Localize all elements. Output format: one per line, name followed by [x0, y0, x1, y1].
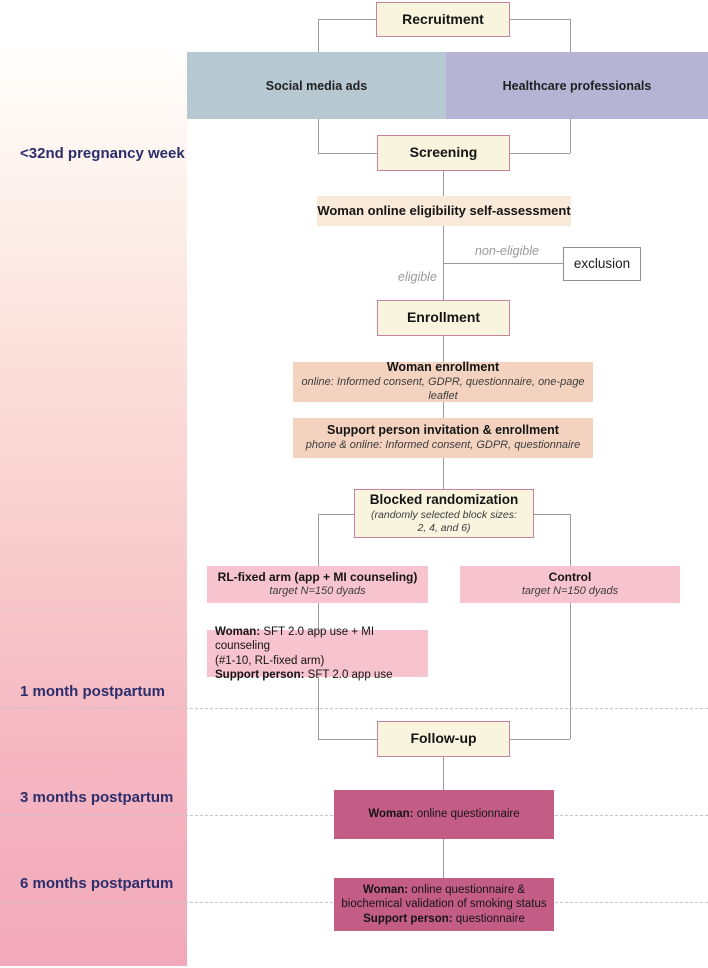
healthcare-professionals-label: Healthcare professionals: [502, 78, 652, 93]
connector-line: [443, 336, 444, 362]
connector-line: [443, 263, 563, 264]
social-media-ads-label: Social media ads: [265, 78, 368, 93]
connector-line: [318, 514, 319, 566]
timeline-gradient-strip: [0, 0, 187, 966]
connector-line: [318, 603, 319, 630]
followup-6months-line1-text: online questionnaire &: [408, 883, 526, 896]
followup-3months-label: Woman:: [368, 808, 414, 821]
connector-line: [443, 839, 444, 878]
screening-title: Screening: [409, 144, 478, 161]
timeline-label-1-month: 1 month postpartum: [20, 683, 165, 700]
connector-line: [570, 119, 571, 153]
intervention-line1: Woman: SFT 2.0 app use + MI counseling: [215, 625, 424, 654]
followup-6months-line3-label: Support person:: [363, 912, 453, 925]
randomization-title: Blocked randomization: [369, 492, 519, 508]
connector-line: [318, 739, 377, 740]
connector-line: [443, 402, 444, 418]
intervention-box: Woman: SFT 2.0 app use + MI counseling (…: [207, 626, 428, 681]
connector-line: [534, 514, 570, 515]
intervention-line1-label: Woman:: [215, 625, 261, 638]
randomization-detail-line1: (randomly selected block sizes:: [371, 509, 517, 522]
intervention-line3-label: Support person:: [215, 668, 305, 681]
enrollment-box: Enrollment: [377, 300, 510, 336]
exclusion-box: exclusion: [563, 247, 641, 281]
randomization-box: Blocked randomization (randomly selected…: [354, 489, 534, 538]
connector-line: [318, 119, 319, 153]
timepoint-divider-1month: [0, 708, 708, 709]
randomization-detail-line2: 2, 4, and 6): [417, 521, 471, 534]
followup-title: Follow-up: [410, 730, 477, 747]
connector-line: [570, 603, 571, 739]
support-enrollment-detail: phone & online: Informed consent, GDPR, …: [305, 438, 581, 451]
woman-enrollment-box: Woman enrollment online: Informed consen…: [293, 360, 593, 402]
connector-line: [318, 19, 319, 52]
connector-line: [443, 458, 444, 489]
connector-line: [318, 677, 319, 739]
rl-fixed-arm-detail: target N=150 dyads: [269, 585, 366, 598]
connector-line: [318, 514, 354, 515]
followup-box: Follow-up: [377, 721, 510, 757]
social-media-ads-band: Social media ads: [187, 52, 446, 119]
non-eligible-label: non-eligible: [475, 244, 539, 258]
recruitment-title: Recruitment: [402, 10, 484, 27]
control-arm-title: Control: [548, 570, 592, 585]
connector-line: [318, 153, 377, 154]
followup-6months-line3-text: questionnaire: [452, 912, 525, 925]
intervention-line1-text: SFT 2.0 app use + MI counseling: [215, 625, 375, 653]
control-arm-detail: target N=150 dyads: [521, 585, 619, 598]
followup-6months-line3: Support person: questionnaire: [363, 912, 525, 926]
connector-line: [510, 153, 570, 154]
connector-line: [443, 757, 444, 790]
rl-fixed-arm-box: RL-fixed arm (app + MI counseling) targe…: [207, 566, 428, 603]
eligibility-box: Woman online eligibility self-assessment: [317, 196, 571, 226]
recruitment-box: Recruitment: [376, 2, 510, 37]
eligibility-title: Woman online eligibility self-assessment: [317, 202, 571, 218]
rl-fixed-arm-title: RL-fixed arm (app + MI counseling): [217, 570, 418, 585]
followup-6months-line1: Woman: online questionnaire &: [363, 883, 525, 897]
followup-3months-box: Woman: online questionnaire: [334, 790, 554, 839]
connector-line: [570, 19, 571, 52]
exclusion-title: exclusion: [573, 255, 631, 271]
support-enrollment-box: Support person invitation & enrollment p…: [293, 418, 593, 458]
connector-line: [318, 19, 376, 20]
screening-box: Screening: [377, 135, 510, 171]
connector-line: [443, 171, 444, 196]
followup-6months-line2: biochemical validation of smoking status: [341, 898, 547, 911]
connector-line: [510, 739, 570, 740]
followup-3months-line1: Woman: online questionnaire: [368, 807, 519, 821]
woman-enrollment-title: Woman enrollment: [386, 360, 500, 375]
woman-enrollment-detail: online: Informed consent, GDPR, question…: [301, 376, 585, 402]
control-arm-box: Control target N=150 dyads: [460, 566, 680, 603]
timeline-label-3-months: 3 months postpartum: [20, 789, 174, 806]
enrollment-title: Enrollment: [406, 309, 481, 326]
timeline-label-pregnancy-week: <32nd pregnancy week: [20, 145, 185, 162]
intervention-line2: (#1-10, RL-fixed arm): [215, 654, 325, 667]
timeline-label-6-months: 6 months postpartum: [20, 875, 174, 892]
intervention-line3-text: SFT 2.0 app use: [304, 668, 393, 681]
healthcare-professionals-band: Healthcare professionals: [446, 52, 708, 119]
support-enrollment-title: Support person invitation & enrollment: [327, 423, 559, 438]
connector-line: [510, 19, 570, 20]
eligible-label: eligible: [398, 270, 437, 284]
followup-6months-line1-label: Woman:: [362, 883, 409, 896]
intervention-line3: Support person: SFT 2.0 app use: [215, 668, 392, 682]
followup-6months-box: Woman: online questionnaire & biochemica…: [334, 878, 554, 931]
followup-3months-text: online questionnaire: [413, 808, 520, 821]
connector-line: [570, 514, 571, 566]
